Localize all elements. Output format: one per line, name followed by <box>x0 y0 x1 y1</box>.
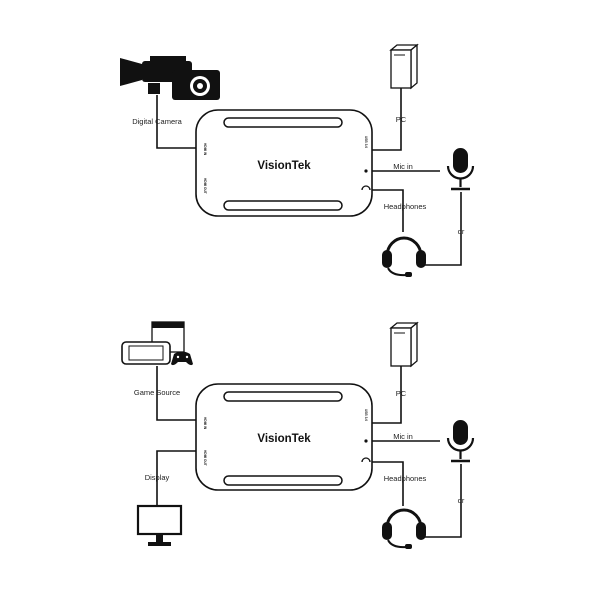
hdmi-in-port-label: HDMI IN <box>203 143 207 156</box>
digital-camera-label: Digital Camera <box>132 117 182 126</box>
capture-device: VisionTek HDMI IN HDMI OUT USB 3.0 <box>195 383 373 491</box>
headset-icon <box>382 508 426 549</box>
mic-jack <box>364 169 368 173</box>
gamepad-icon <box>171 351 193 366</box>
brand-logo: VisionTek <box>257 433 311 445</box>
pc-cable <box>372 88 402 151</box>
headphone-jack-icon <box>361 185 371 191</box>
capture-device: VisionTek HDMI IN HDMI OUT USB 3.0 <box>195 109 373 217</box>
pc-tower-icon <box>389 321 419 368</box>
mic-in-label: Mic in <box>393 432 413 441</box>
usb-port-label: USB 3.0 <box>364 409 368 421</box>
headphones-cable <box>372 461 404 506</box>
game-source-label: Game Source <box>134 388 180 397</box>
usb-port-label: USB 3.0 <box>364 136 368 148</box>
mic-in-label: Mic in <box>393 162 413 171</box>
mic-or-connector <box>425 464 462 538</box>
or-label: or <box>458 496 465 505</box>
display-label: Display <box>145 473 170 482</box>
pc-label: PC <box>396 115 407 124</box>
microphone-icon <box>446 148 475 191</box>
headphones-label: Headphones <box>384 474 427 483</box>
microphone-icon <box>446 420 475 463</box>
headphones-label: Headphones <box>384 202 427 211</box>
diagram-camera-setup: VisionTek HDMI IN HDMI OUT USB 3.0 Digit… <box>120 43 475 277</box>
pc-cable <box>372 366 402 424</box>
headphone-jack-icon <box>361 457 371 463</box>
video-camera-icon <box>120 56 220 100</box>
hdmi-out-port-label: HDMI OUT <box>203 178 207 194</box>
pc-label: PC <box>396 389 407 398</box>
headset-icon <box>382 236 426 277</box>
hdmi-in-port-label: HDMI IN <box>203 417 207 430</box>
display-cable <box>156 450 196 505</box>
pc-tower-icon <box>389 43 419 90</box>
game-console-icon <box>121 321 185 365</box>
headphones-cable <box>372 189 404 232</box>
hdmi-out-port-label: HDMI OUT <box>203 450 207 466</box>
or-label: or <box>458 227 465 236</box>
game-source-cable <box>156 366 196 421</box>
brand-logo: VisionTek <box>257 160 311 172</box>
monitor-icon <box>136 504 183 546</box>
mic-or-connector <box>425 192 462 266</box>
mic-jack <box>364 439 368 443</box>
camera-cable <box>156 95 196 149</box>
diagram-game-setup: VisionTek HDMI IN HDMI OUT USB 3.0 Game … <box>121 321 475 549</box>
